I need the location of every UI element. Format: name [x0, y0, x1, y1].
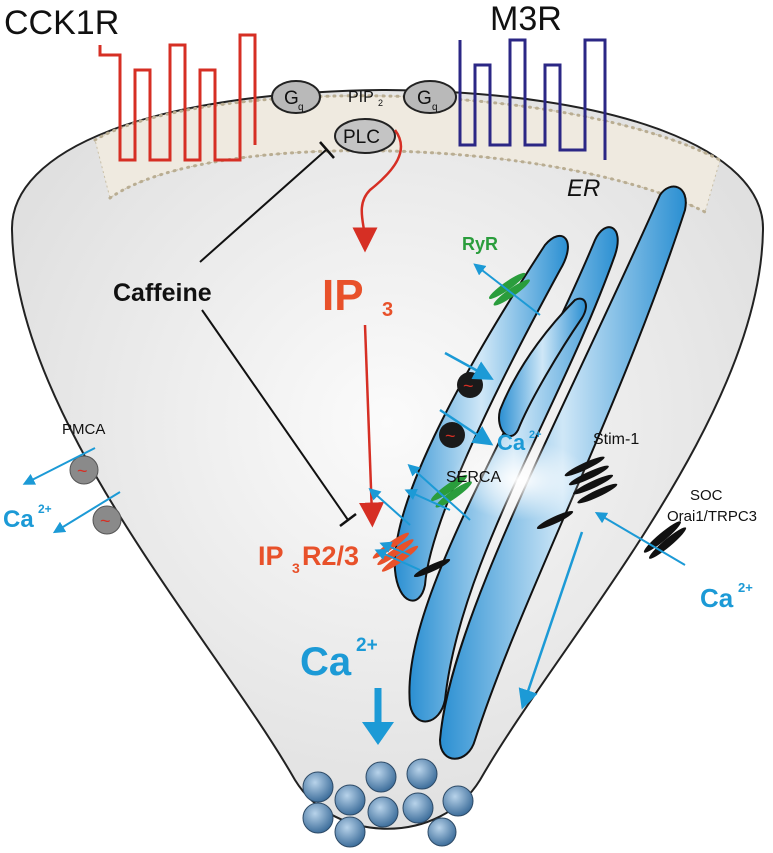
- ca-pmca-sup: 2+: [38, 502, 52, 516]
- pmca-upper-arrow: [22, 447, 96, 485]
- er-branch-4: [498, 297, 587, 438]
- serca-label: SERCA: [446, 469, 501, 486]
- pmca-lower-symbol: ~: [100, 511, 111, 531]
- serca-lower-symbol: ~: [445, 426, 456, 446]
- gq-protein-right: G q: [403, 80, 457, 114]
- serca-lower-arrow: [439, 408, 494, 446]
- cell-body: [10, 88, 765, 830]
- ca-cytosol-label: Ca: [300, 640, 352, 684]
- ca-serca-sup: 2+: [529, 429, 542, 441]
- ca-pmca-label: Ca: [3, 506, 34, 533]
- stim1-lower: [413, 558, 451, 578]
- ip3r-arrow-1: [368, 488, 411, 526]
- membrane-dots-outer: [93, 94, 722, 162]
- er-glow: [450, 440, 590, 520]
- ryr-lower-arrow-2: [404, 488, 451, 511]
- m3r-receptor: [458, 38, 607, 160]
- ca-cytosol-sup: 2+: [356, 635, 378, 656]
- serca-upper-arrow: [444, 351, 494, 380]
- ip3-to-receptor-arrow: [359, 324, 385, 528]
- pmca-lower-arrow: [52, 491, 121, 534]
- pmca-pump-upper: ~: [69, 455, 99, 485]
- soc-label: SOC: [690, 487, 723, 504]
- serca-pump-lower: ~: [439, 422, 465, 448]
- ryr-label: RyR: [462, 234, 498, 254]
- er-branch-1: [393, 234, 569, 602]
- caffeine-inhibit-plc: [199, 149, 327, 263]
- inhibit-bar-plc: [319, 141, 335, 159]
- ca-serca-label: Ca: [497, 430, 526, 455]
- ca-to-granules-arrow-head: [362, 722, 394, 745]
- ca-extracellular-right-sup: 2+: [738, 580, 753, 595]
- serca-upper-symbol: ~: [463, 376, 474, 396]
- pmca-pump-lower: ~: [92, 505, 122, 535]
- pip2-sub: 2: [378, 98, 383, 108]
- endoplasmic-reticulum: [393, 185, 687, 760]
- caffeine-inhibit-ip3r: [201, 309, 349, 521]
- zymogen-granules: [302, 758, 474, 848]
- plc-label: PLC: [343, 127, 380, 148]
- stim1-cluster: [564, 456, 618, 504]
- cck1r-label: CCK1R: [4, 4, 119, 42]
- ip3r-sub: 3: [292, 560, 300, 576]
- plc-to-ip3-arrow: [352, 129, 403, 253]
- gq-right-label: G: [417, 88, 432, 109]
- ryr-release-arrow: [473, 263, 541, 316]
- pmca-label: PMCA: [62, 421, 105, 438]
- gq-left-label: G: [284, 88, 299, 109]
- ip3-sub: 3: [382, 299, 393, 321]
- ip3-label: IP: [322, 271, 364, 320]
- stim1-label: Stim-1: [593, 431, 639, 448]
- m3r-label: M3R: [490, 0, 562, 38]
- membrane-dots-inner: [108, 149, 707, 214]
- ip3r-arrow-3: [374, 548, 421, 571]
- plc-enzyme: [334, 118, 396, 154]
- soc-channel: [643, 521, 687, 559]
- ip3r-label: IP: [258, 541, 284, 571]
- ip3r-arrow-2: [379, 541, 411, 556]
- ip3r-rest: R2/3: [302, 541, 359, 571]
- soc-sublabel: Orai1/TRPC3: [667, 508, 757, 525]
- serca-pump-upper: ~: [457, 372, 483, 398]
- pmca-upper-symbol: ~: [77, 461, 88, 481]
- stim1-oligomer: [536, 510, 574, 530]
- cck1r-receptor: [98, 33, 257, 162]
- er-label: ER: [567, 175, 600, 202]
- plasma-membrane: [94, 95, 721, 213]
- soc-refill-arrow: [518, 531, 584, 710]
- caffeine-label: Caffeine: [113, 279, 212, 307]
- ryr-lower-arrow-1: [407, 463, 471, 521]
- gq-protein-left: G q: [271, 80, 321, 114]
- ca-extracellular-right: Ca: [700, 583, 734, 613]
- gq-left-sub: q: [298, 102, 304, 113]
- soc-entry-arrow: [594, 511, 686, 566]
- inhibit-bar-ip3r: [339, 513, 357, 527]
- pip2-label: PIP: [348, 89, 374, 106]
- gq-right-sub: q: [432, 102, 438, 113]
